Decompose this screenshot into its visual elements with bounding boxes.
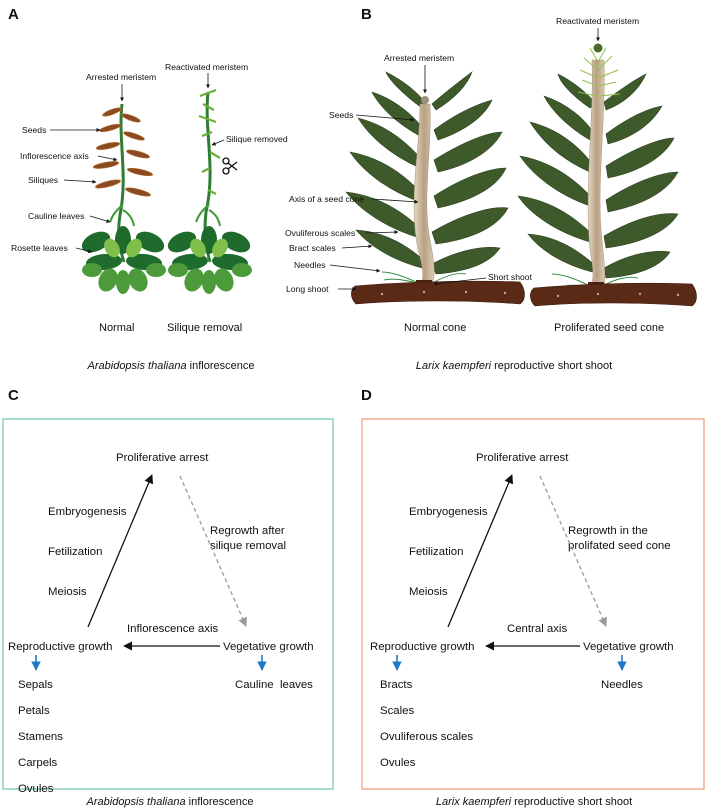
sub-b-normal: Normal cone [404,322,466,334]
panel-c-label: C [8,387,19,404]
c-arrow-dashed [179,475,247,627]
ann-b-ovuliferous: Ovuliferous scales [285,228,355,238]
panel-b: B [285,6,697,372]
d-veg-item: Needles [601,679,643,691]
list-item: Carpels [18,757,58,769]
c-repro-list: Sepals Petals Stamens Carpels Ovules [18,679,63,795]
d-top: Proliferative arrest [476,452,569,464]
caption-b: Larix kaempferi reproductive short shoot [416,360,612,372]
d-meiosis: Meiosis [409,586,448,598]
larix-normal-cone [345,71,525,305]
ann-a-rosette: Rosette leaves [11,243,68,253]
d-embryo: Embryogenesis [409,506,488,518]
ann-b-arrested: Arrested meristem [384,53,454,63]
c-fert: Fetilization [48,546,102,558]
c-meiosis: Meiosis [48,586,87,598]
c-repro: Reproductive growth [8,641,112,653]
list-item: Ovules [18,783,54,795]
ann-a-seeds: Seeds [22,125,46,135]
c-veg-item: Cauline leaves [235,679,313,691]
list-item: Bracts [380,679,413,691]
panel-a: A [8,6,288,372]
sub-a-normal: Normal [99,322,134,334]
scissors-icon [222,157,238,175]
ann-a-siliques: Siliques [28,175,58,185]
caption-d: Larix kaempferi reproductive short shoot [436,796,632,808]
ann-b-axis: Axis of a seed cone [289,194,364,204]
d-veg: Vegetative growth [583,641,674,653]
panel-d-label: D [361,387,372,404]
panel-c-box [2,418,334,790]
ann-b-short-shoot: Short shoot [488,272,533,282]
caption-a: Arabidopsis thaliana inflorescence [87,360,255,372]
list-item: Scales [380,705,414,717]
c-regrowth-1: Regrowth after [210,525,285,537]
d-repro: Reproductive growth [370,641,474,653]
panel-a-label: A [8,6,19,23]
c-veg: Vegetative growth [223,641,314,653]
ann-b-long-shoot: Long shoot [286,284,329,294]
d-arrow-dashed [539,475,607,627]
ann-a-reactivated: Reactivated meristem [165,62,248,72]
arabidopsis-silique-removal-plant [167,88,252,294]
larix-proliferated-cone [517,43,697,307]
caption-c: Arabidopsis thaliana inflorescence [86,796,254,808]
list-item: Stamens [18,731,63,743]
d-axis-label: Central axis [507,623,567,635]
ann-b-needles: Needles [294,260,326,270]
ann-a-cauline: Cauline leaves [28,211,84,221]
c-regrowth-2: silique removal [210,540,286,552]
d-regrowth-2: prolifated seed cone [568,540,671,552]
list-item: Petals [18,705,50,717]
d-repro-list: Bracts Scales Ovuliferous scales Ovules [380,679,473,769]
arabidopsis-normal-plant [81,103,166,294]
sub-b-proliferated: Proliferated seed cone [554,322,664,334]
ann-b-seeds: Seeds [329,110,353,120]
list-item: Ovuliferous scales [380,731,473,743]
ann-b-reactivated: Reactivated meristem [556,16,639,26]
ann-a-inflorescence-axis: Inflorescence axis [20,151,89,161]
c-top: Proliferative arrest [116,452,209,464]
panel-c: C Proliferative arrest Embryogenesis Fet… [2,387,334,808]
list-item: Sepals [18,679,53,691]
ann-a-silique-removed: Silique removed [226,134,288,144]
sub-a-removal: Silique removal [167,322,242,334]
ann-b-bract: Bract scales [289,243,336,253]
panel-d: D Proliferative arrest Embryogenesis Fet… [361,387,705,808]
d-arrow-up [447,474,514,628]
c-embryo: Embryogenesis [48,506,127,518]
d-regrowth-1: Regrowth in the [568,525,648,537]
c-axis-label: Inflorescence axis [127,623,218,635]
d-fert: Fetilization [409,546,463,558]
c-arrow-up [87,474,154,628]
list-item: Ovules [380,757,416,769]
panel-b-label: B [361,6,372,23]
panel-d-box [361,418,705,790]
ann-a-arrested: Arrested meristem [86,72,156,82]
